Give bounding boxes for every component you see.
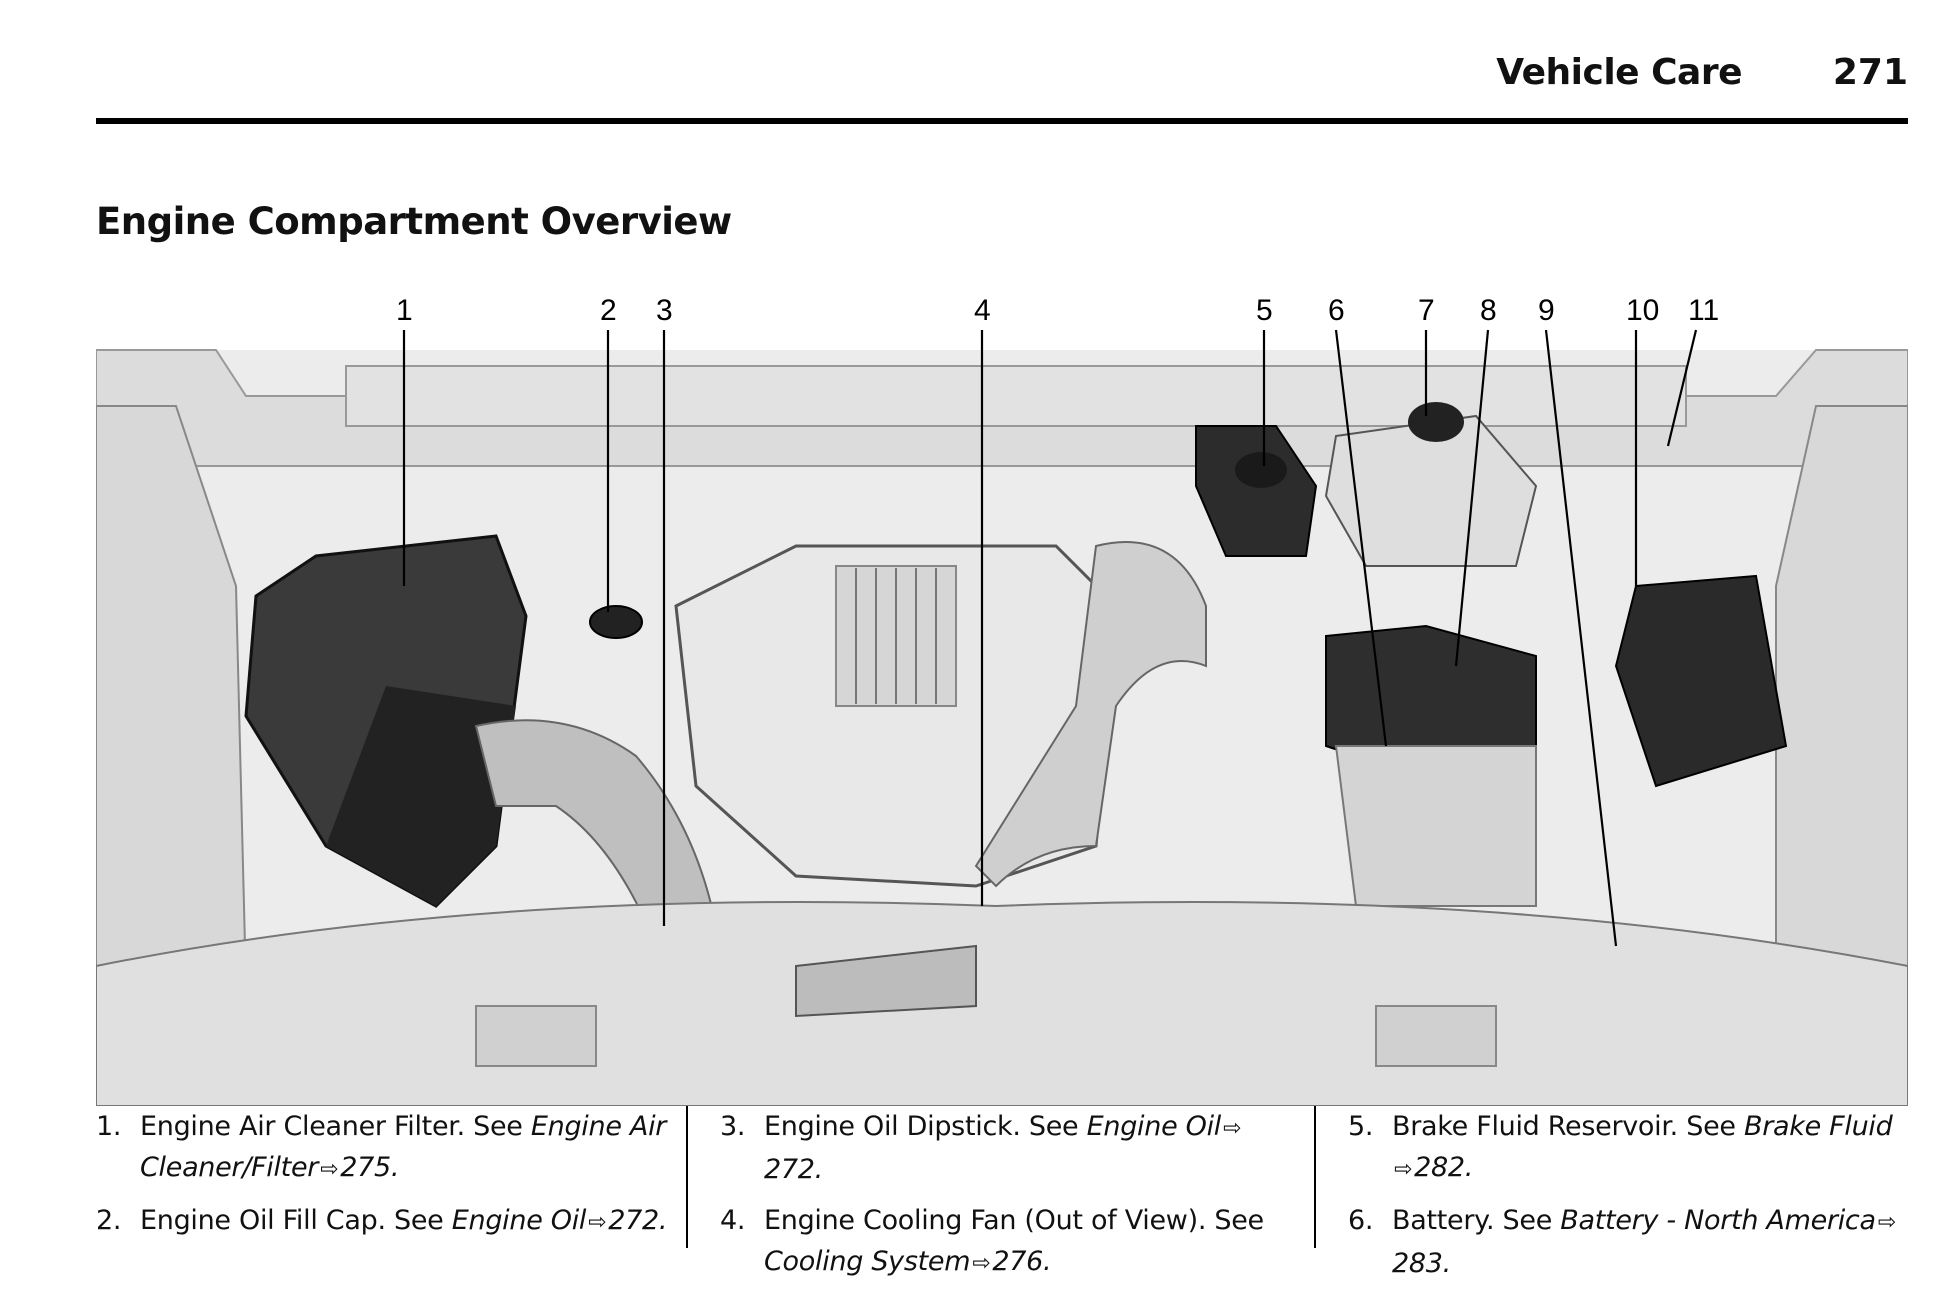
legend-item-2: 2. Engine Oil Fill Cap. See Engine Oil⇨2… [96, 1200, 676, 1243]
reference-link[interactable]: Brake Fluid [1743, 1111, 1893, 1142]
legend-item-5: 5. Brake Fluid Reservoir. See Brake Flui… [1348, 1106, 1908, 1190]
legend-column-1: 1. Engine Air Cleaner Filter. See Engine… [96, 1106, 676, 1243]
legend-column-2: 3. Engine Oil Dipstick. See Engine Oil⇨2… [720, 1106, 1300, 1284]
callout-7: 7 [1418, 294, 1435, 327]
right-arrow-icon: ⇨ [588, 1210, 607, 1235]
section-title: Vehicle Care [1496, 52, 1742, 93]
reference-link[interactable]: Battery - North America [1560, 1205, 1876, 1236]
callout-11: 11 [1688, 294, 1719, 327]
legend-item-3: 3. Engine Oil Dipstick. See Engine Oil⇨2… [720, 1106, 1300, 1190]
callout-numbers: 1 2 3 4 5 6 7 8 9 10 11 [396, 294, 1719, 327]
legend-item-1: 1. Engine Air Cleaner Filter. See Engine… [96, 1106, 676, 1190]
right-arrow-icon: ⇨ [1877, 1210, 1896, 1235]
callout-3: 3 [656, 294, 673, 327]
reference-link[interactable]: Cooling System [764, 1246, 971, 1277]
legend-column-3: 5. Brake Fluid Reservoir. See Brake Flui… [1348, 1106, 1908, 1284]
reference-link[interactable]: Engine Air Cleaner/Filter [140, 1111, 667, 1183]
page-number: 271 [1832, 52, 1908, 93]
callout-10: 10 [1626, 294, 1659, 327]
page-title: Engine Compartment Overview [96, 200, 732, 243]
callout-5: 5 [1256, 294, 1273, 327]
reference-link[interactable]: Engine Oil [1086, 1111, 1222, 1142]
column-divider [686, 1106, 688, 1248]
callout-9: 9 [1538, 294, 1555, 327]
callout-leader-lines [402, 329, 1698, 947]
callout-8: 8 [1480, 294, 1497, 327]
reference-link[interactable]: Engine Oil [451, 1205, 587, 1236]
engine-bay-art [96, 349, 1908, 1106]
callout-1: 1 [396, 294, 413, 327]
engine-diagram: 1 2 3 4 5 6 7 8 9 10 11 [96, 294, 1908, 1106]
legend-item-6: 6. Battery. See Battery - North America⇨… [1348, 1200, 1908, 1284]
page-header: Vehicle Care 271 [96, 52, 1908, 124]
callout-6: 6 [1328, 294, 1345, 327]
callout-4: 4 [974, 294, 991, 327]
right-arrow-icon: ⇨ [320, 1157, 339, 1182]
engine-compartment-illustration: 1 2 3 4 5 6 7 8 9 10 11 [96, 286, 1908, 1106]
right-arrow-icon: ⇨ [1394, 1157, 1413, 1182]
legend: 1. Engine Air Cleaner Filter. See Engine… [0, 1106, 1946, 1279]
callout-2: 2 [600, 294, 617, 327]
right-arrow-icon: ⇨ [972, 1251, 991, 1276]
legend-item-4: 4. Engine Cooling Fan (Out of View). See… [720, 1200, 1300, 1284]
right-arrow-icon: ⇨ [1223, 1116, 1242, 1141]
column-divider [1314, 1106, 1316, 1248]
